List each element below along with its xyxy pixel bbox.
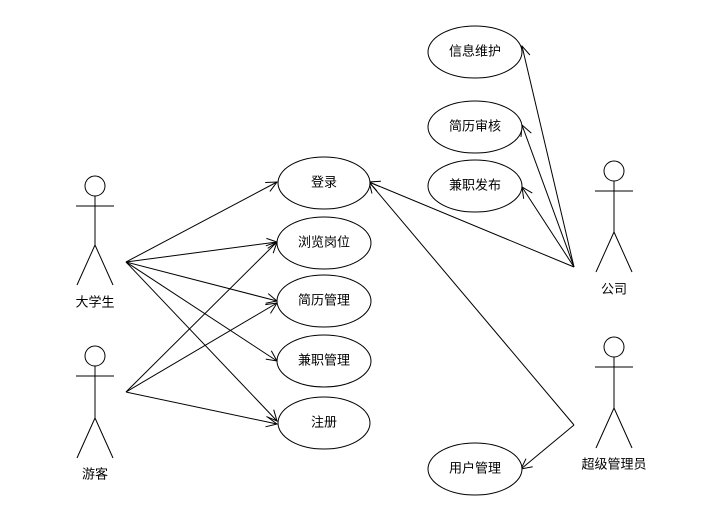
use-cases: 信息维护 简历审核 兼职发布 登录 浏览岗位 简历管理 兼职管理 注册 [276, 25, 523, 496]
use-case-resume-management: 简历管理 [276, 274, 372, 328]
actor-visitor: 游客 [76, 345, 114, 483]
stick-figure-icon [76, 345, 114, 459]
stick-figure-icon [595, 160, 633, 273]
use-case-job-publish: 兼职发布 [427, 159, 523, 213]
actor-label: 游客 [82, 467, 108, 483]
edge-visitor-resume-management [125, 302, 278, 393]
use-case-label: 兼职管理 [298, 354, 350, 369]
use-case-browse-jobs: 浏览岗位 [276, 216, 372, 270]
edge-student-job-management [125, 261, 278, 362]
actors: 大学生 游客 公司 [75, 160, 647, 483]
edge-super-admin-login [368, 181, 575, 426]
edge-company-resume-review [521, 124, 575, 268]
actor-student: 大学生 [75, 175, 115, 311]
edge-student-login [125, 181, 278, 263]
edge-student-browse-jobs [125, 241, 278, 263]
actor-label: 超级管理员 [581, 458, 646, 473]
edge-company-job-publish [521, 186, 575, 268]
use-case-label: 兼职发布 [449, 178, 501, 194]
use-case-resume-review: 简历审核 [427, 100, 523, 154]
edge-visitor-register [125, 391, 278, 425]
use-case-register: 注册 [277, 396, 371, 450]
stick-figure-icon [595, 336, 633, 449]
edge-student-register [125, 261, 278, 422]
edge-super-admin-user-management [520, 424, 575, 470]
edge-company-login [368, 181, 575, 268]
use-case-label: 简历审核 [449, 119, 501, 135]
use-case-info-maintenance: 信息维护 [427, 25, 523, 79]
use-case-label: 简历管理 [298, 293, 350, 309]
use-case-login: 登录 [277, 156, 371, 210]
use-case-label: 浏览岗位 [298, 235, 350, 251]
edge-visitor-browse-jobs [125, 241, 278, 393]
use-case-label: 信息维护 [449, 44, 501, 60]
actor-label: 公司 [601, 283, 627, 298]
edge-student-resume-management [125, 261, 278, 302]
actor-super-admin: 超级管理员 [581, 336, 647, 473]
use-case-job-management: 兼职管理 [276, 334, 372, 388]
actor-company: 公司 [595, 160, 633, 298]
edge-company-info-maintenance [521, 45, 575, 268]
use-case-label: 注册 [311, 416, 337, 431]
use-case-label: 用户管理 [449, 461, 501, 477]
use-case-label: 登录 [311, 176, 337, 191]
actor-label: 大学生 [75, 295, 114, 311]
associations [125, 44, 575, 470]
use-case-user-management: 用户管理 [427, 442, 523, 496]
stick-figure-icon [76, 175, 114, 286]
